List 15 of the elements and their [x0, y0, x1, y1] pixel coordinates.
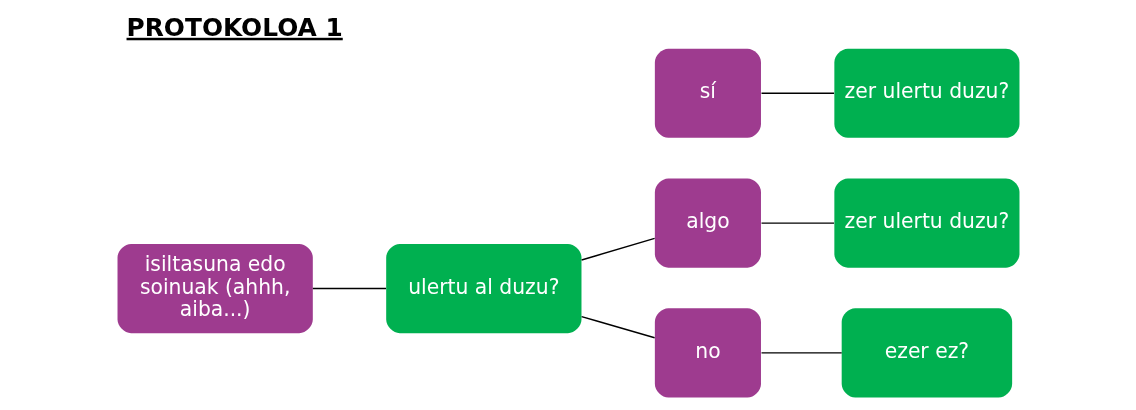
node-box: isiltasuna edo soinuak (ahhh, aiba...): [117, 243, 313, 334]
node-box: zer ulertu duzu?: [833, 48, 1019, 138]
connector: [580, 315, 655, 339]
connector: [760, 222, 835, 224]
node-box: algo: [654, 178, 761, 268]
diagram-title: PROTOKOLOA 1: [126, 12, 343, 42]
node-box: sí: [654, 48, 761, 138]
connector: [760, 352, 842, 354]
connector: [580, 237, 655, 261]
node-box: ezer ez?: [841, 308, 1012, 398]
connector: [760, 92, 835, 94]
node-box: ulertu al duzu?: [385, 243, 581, 334]
connector: [311, 287, 387, 290]
node-box: no: [654, 308, 761, 398]
node-box: zer ulertu duzu?: [833, 178, 1019, 268]
